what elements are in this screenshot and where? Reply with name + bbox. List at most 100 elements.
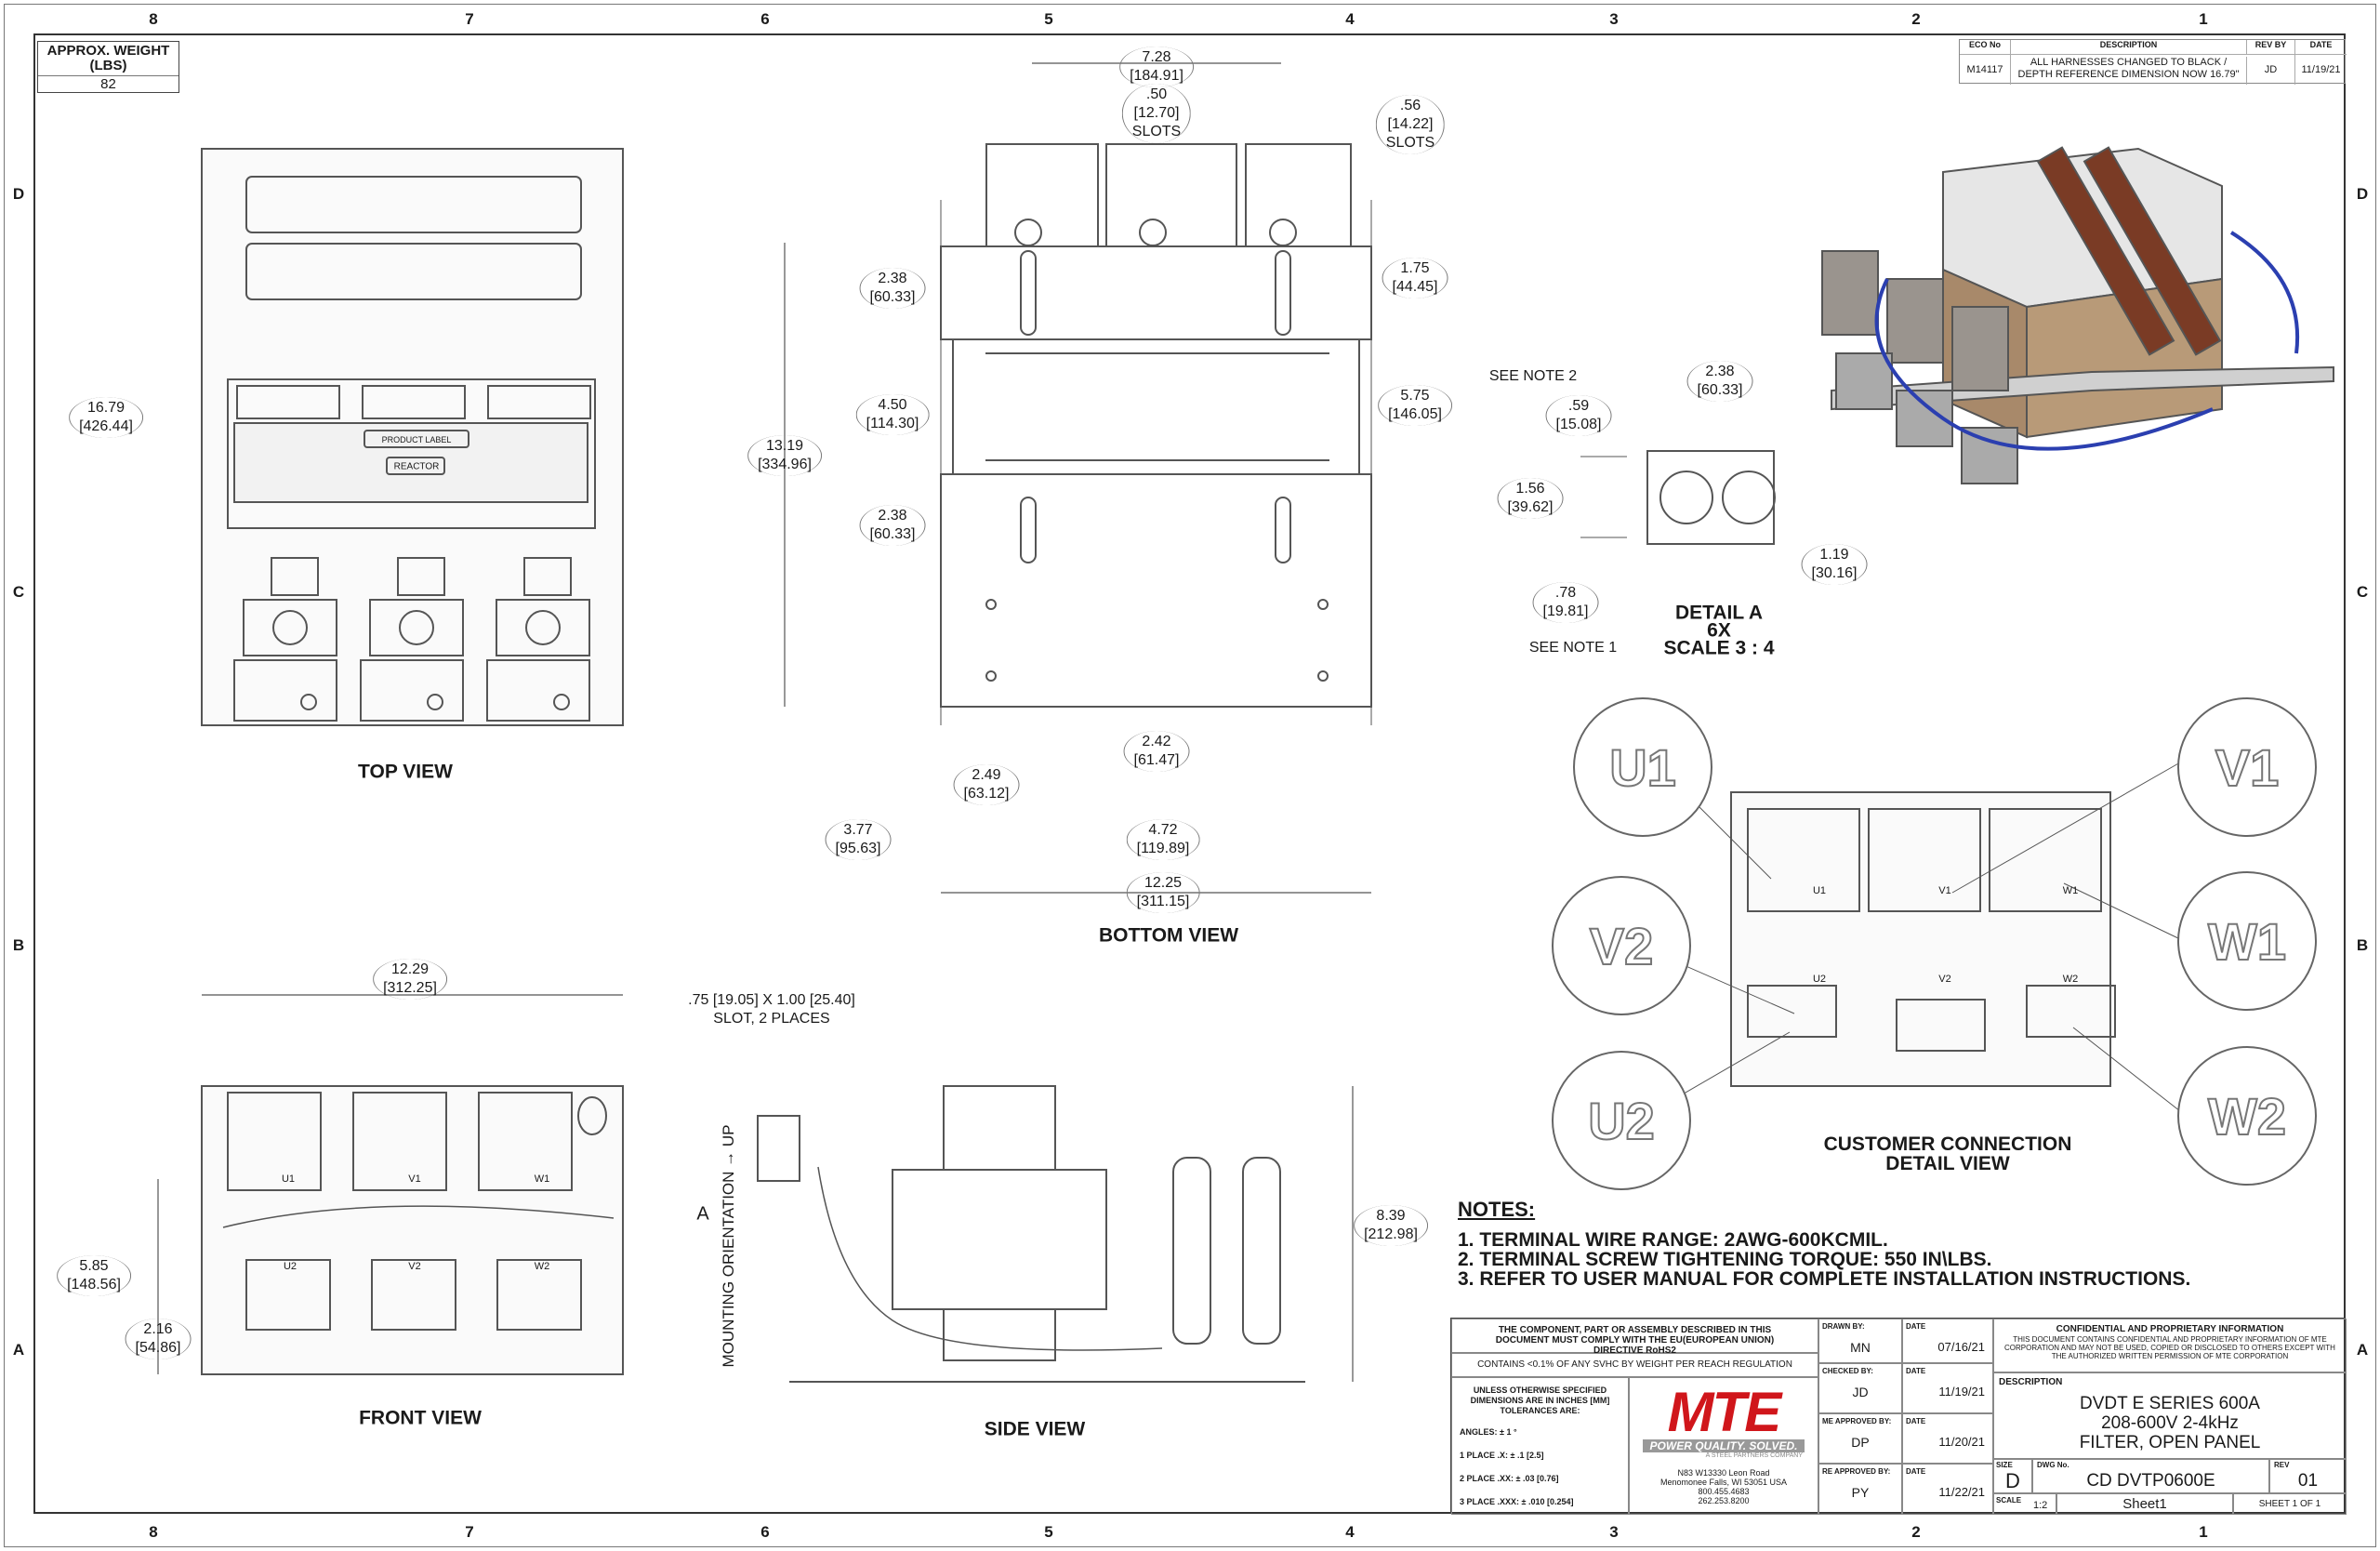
signature-date: 11/22/21 [1938, 1485, 1985, 1499]
confidential-notice: CONFIDENTIAL AND PROPRIETARY INFORMATION… [1993, 1319, 2347, 1372]
terminal-detail-v2: V2 [1552, 876, 1691, 1015]
dimension-value: [119.89] [1136, 841, 1190, 856]
dimension-d-238: 2.38[60.33] [1686, 361, 1753, 402]
dimension-value: 4.72 [1148, 822, 1178, 838]
dimension-value: .59 [1567, 398, 1590, 414]
zone-row-marker: A [2356, 1341, 2369, 1359]
signature-role: DRAWN BY: [1822, 1322, 1865, 1331]
dimension-b-175: 1.75[44.45] [1382, 258, 1448, 298]
rev-header-by: REV BY [2247, 40, 2295, 55]
dimension-value: 12.29 [390, 961, 430, 977]
zone-column-marker: 5 [1044, 1523, 1053, 1541]
sheet-count: SHEET 1 OF 1 [2233, 1493, 2347, 1515]
dimension-d-078: .78[19.81] [1532, 582, 1599, 623]
detail-title-line: DETAIL A [1674, 602, 1764, 624]
zone-column-marker: 2 [1911, 10, 1921, 28]
see-note-2-callout: SEE NOTE 2 [1488, 368, 1578, 384]
tolerance-2-place: 2 PLACE .XX: ± .03 [0.76] [1460, 1474, 1559, 1483]
signature-role: RE APPROVED BY: [1822, 1467, 1891, 1476]
svhc-statement: CONTAINS <0.1% OF ANY SVHC BY WEIGHT PER… [1451, 1353, 1818, 1377]
dimension-value: [12.70] [1133, 105, 1180, 121]
rev-header-date: DATE [2295, 40, 2347, 55]
signature-name: MN [1850, 1340, 1871, 1355]
dimension-value: SLOTS [1131, 124, 1182, 139]
tagline: POWER QUALITY. SOLVED. [1643, 1439, 1805, 1452]
signature-name: DP [1851, 1435, 1870, 1450]
side-view-title: SIDE VIEW [984, 1418, 1086, 1440]
description-label: DESCRIPTION [1999, 1377, 2063, 1387]
note-item: 1. TERMINAL WIRE RANGE: 2AWG-600KCMIL. [1458, 1229, 1888, 1251]
signature-cell: CHECKED BY:JD [1818, 1363, 1902, 1413]
dimension-value: 1.19 [1819, 547, 1849, 563]
detail-a-drawing [1580, 450, 1776, 545]
terminal-detail-v1: V1 [2177, 697, 2317, 837]
signature-date: 11/19/21 [1938, 1385, 1985, 1399]
signature-role: CHECKED BY: [1822, 1367, 1873, 1375]
dimension-value: 12.25 [1144, 875, 1183, 891]
zone-row-marker: D [12, 185, 25, 203]
tolerance-angles: ANGLES: ± 1 ° [1460, 1427, 1517, 1437]
confidential-heading: CONFIDENTIAL AND PROPRIETARY INFORMATION [2056, 1324, 2284, 1334]
size-label: SIZE [1996, 1461, 2013, 1469]
dimension-value: [14.22] [1387, 116, 1434, 132]
zone-column-marker: 2 [1911, 1523, 1921, 1541]
signature-cell: DATE 11/19/21 [1902, 1363, 1993, 1413]
description-text: DVDT E SERIES 600A 208-600V 2-4kHz FILTE… [1994, 1394, 2346, 1452]
dimension-b-1225: 12.25[311.15] [1126, 872, 1200, 913]
terminal-block-shape [300, 694, 317, 710]
zone-row-marker: B [2356, 936, 2369, 954]
side-view-drawing [757, 1085, 1354, 1383]
dimension-value: 2.38 [878, 508, 907, 524]
dimension-value: [15.08] [1555, 417, 1602, 432]
tolerance-1-place: 1 PLACE .X: ± .1 [2.5] [1460, 1451, 1544, 1460]
scale-label: SCALE [1996, 1496, 2022, 1505]
dimension-value: [114.30] [866, 416, 919, 431]
slot-callout: .75 [19.05] X 1.00 [25.40]SLOT, 2 PLACES [688, 991, 855, 1028]
dimension-b-050: .50[12.70]SLOTS [1121, 84, 1192, 143]
zone-row-marker: B [12, 936, 25, 954]
dimension-value: 5.85 [79, 1258, 109, 1274]
dimension-b-1319: 13.19[334.96] [747, 435, 822, 476]
zone-row-marker: D [2356, 185, 2369, 203]
zone-row-marker: C [2356, 583, 2369, 601]
dimension-value: 4.50 [878, 397, 907, 413]
notes-heading: NOTES: [1458, 1198, 1536, 1221]
address-line: N83 W13330 Leon Road [1677, 1468, 1770, 1478]
date-label: DATE [1906, 1367, 1926, 1375]
dimension-value: .78 [1554, 585, 1577, 601]
rev-desc-line: ALL HARNESSES CHANGED TO BLACK / [2030, 57, 2228, 68]
terminal-detail-w1: W1 [2177, 871, 2317, 1011]
bottom-view-drawing [784, 62, 1372, 894]
terminal-block-shape [360, 659, 464, 722]
front-tag-v2: V2 [408, 1261, 421, 1272]
drawing-outer-border [4, 4, 2376, 1547]
dimension-value: [184.91] [1130, 68, 1183, 84]
dimension-value: [61.47] [1133, 752, 1180, 768]
terminal-detail-u1: U1 [1573, 697, 1712, 837]
reactor-tag: REACTOR [393, 461, 440, 472]
dwg-number-box: DWG No. CD DVTP0600E [2032, 1459, 2269, 1493]
weight-label: APPROX. WEIGHT (LBS) [38, 42, 178, 76]
dimension-value: 2.38 [1705, 364, 1735, 379]
signature-cell: ME APPROVED BY:DP [1818, 1413, 1902, 1464]
terminal-tag-u2: U2 [1812, 974, 1827, 985]
zone-column-marker: 7 [465, 10, 474, 28]
description-line: 208-600V 2-4kHz [2101, 1413, 2239, 1433]
terminal-block-shape [523, 557, 572, 596]
signature-date: 11/20/21 [1938, 1435, 1985, 1449]
terminal-detail-w2: W2 [2177, 1046, 2317, 1186]
zone-column-marker: 8 [149, 1523, 158, 1541]
dimension-b-238a: 2.38[60.33] [859, 268, 926, 309]
weight-box: APPROX. WEIGHT (LBS) 82 [37, 41, 179, 93]
rev-description: ALL HARNESSES CHANGED TO BLACK /DEPTH RE… [2011, 57, 2247, 85]
front-view-drawing [157, 994, 624, 1375]
dimension-value: [30.16] [1811, 565, 1858, 581]
signature-name: PY [1851, 1485, 1870, 1500]
see-note-1-callout: SEE NOTE 1 [1528, 640, 1618, 656]
front-tag-w2: W2 [534, 1261, 550, 1272]
weight-value: 82 [100, 76, 116, 92]
dimension-value: [60.33] [869, 289, 916, 305]
dimension-value: 7.28 [1142, 49, 1171, 65]
tolerances-box: UNLESS OTHERWISE SPECIFIED DIMENSIONS AR… [1451, 1377, 1629, 1515]
zone-column-marker: 5 [1044, 10, 1053, 28]
